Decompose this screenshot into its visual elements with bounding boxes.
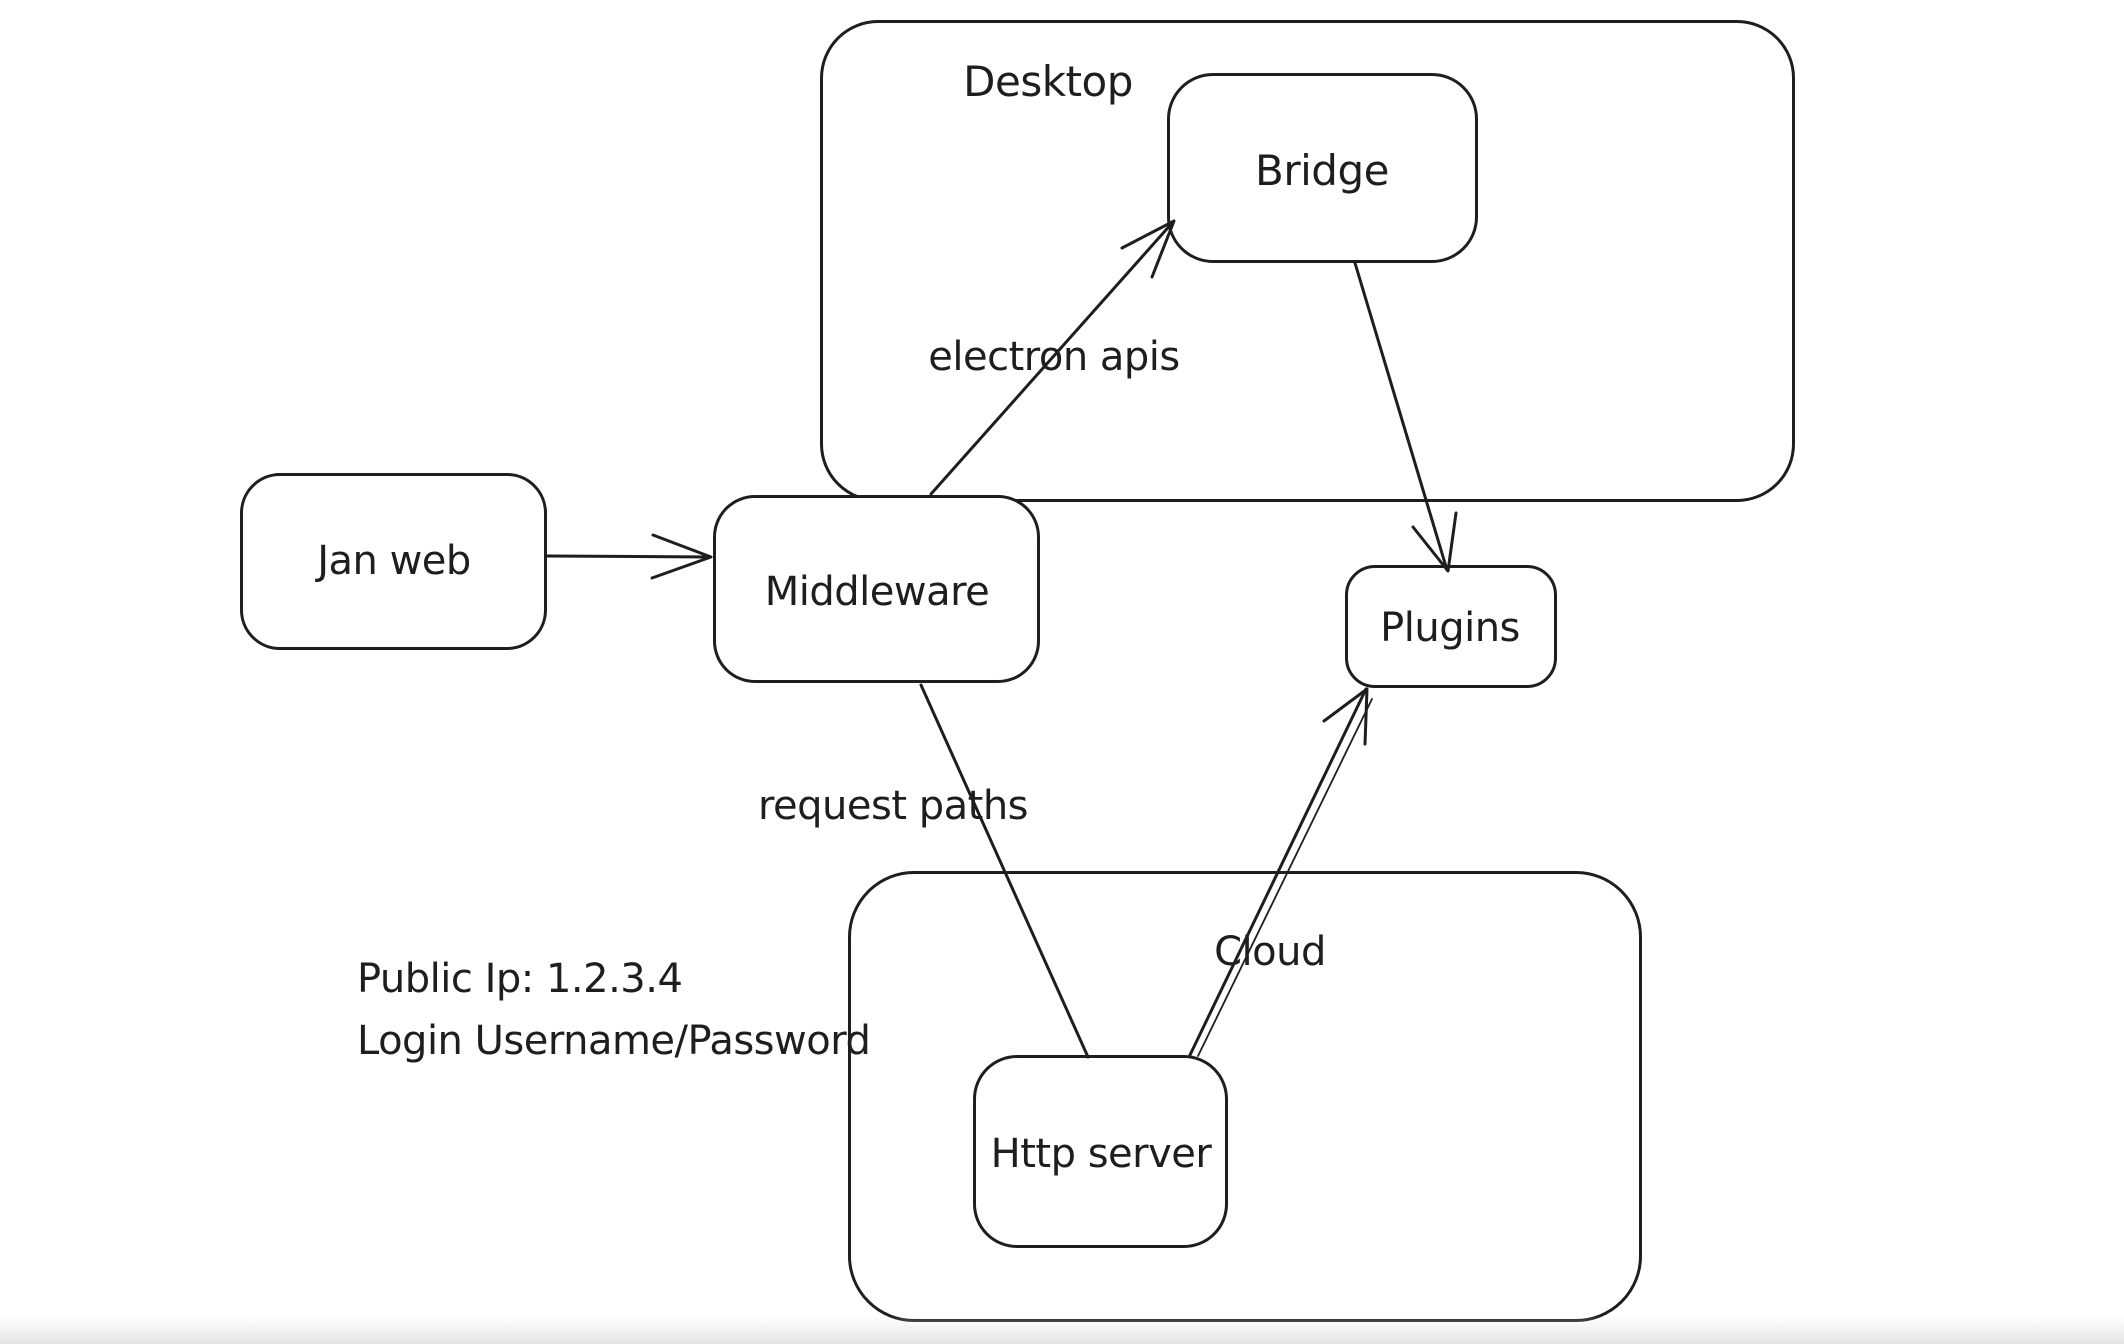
node-plugins-label[interactable]: Plugins [1380,605,1520,651]
node-jan-web-label[interactable]: Jan web [317,538,471,584]
node-middleware-label[interactable]: Middleware [764,569,990,615]
node-plugins[interactable] [1345,565,1557,688]
node-bridge[interactable] [1167,73,1478,263]
node-bridge-label[interactable]: Bridge [1255,145,1389,195]
arrow-jan-web-to-middleware[interactable] [545,533,713,580]
edge-label-request-paths[interactable]: request paths [757,783,1029,829]
node-middleware[interactable] [713,495,1040,683]
public-ip-annotation[interactable]: Public Ip: 1.2.3.4 Login Username/Passwo… [357,948,871,1072]
node-http-server-label[interactable]: Http server [990,1131,1212,1177]
node-jan-web[interactable] [240,473,547,650]
container-desktop-label[interactable]: Desktop [963,56,1133,106]
container-desktop[interactable] [820,20,1795,502]
edge-label-electron-apis[interactable]: electron apis [928,334,1180,380]
bottom-fade [0,1316,2124,1344]
public-ip-line: Public Ip: 1.2.3.4 [357,956,683,1002]
login-credentials-line: Login Username/Password [357,1018,871,1064]
node-http-server[interactable] [973,1055,1228,1248]
container-cloud-label[interactable]: Cloud [1214,929,1326,975]
